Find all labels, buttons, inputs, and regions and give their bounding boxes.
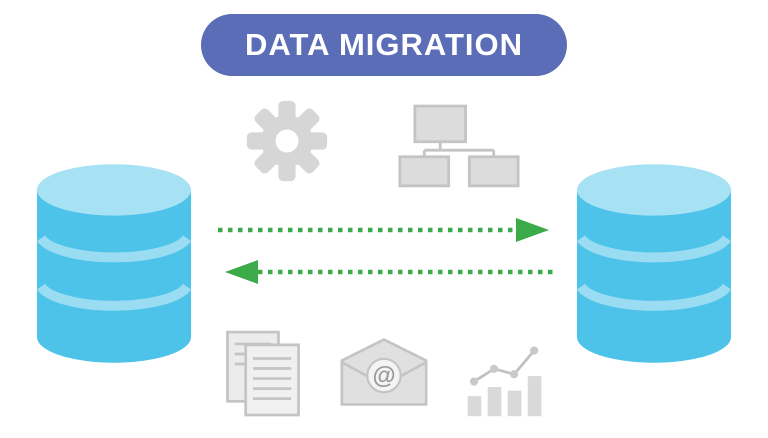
gear-icon-svg [246, 100, 328, 182]
arrow-left-svg [225, 260, 556, 284]
database-icon [36, 164, 192, 363]
bar-chart-icon-svg [467, 346, 542, 417]
gear-icon [244, 98, 330, 189]
flowchart-icon-svg [398, 104, 520, 188]
arrow-left-icon [222, 257, 556, 292]
database-icon [576, 164, 732, 363]
left-database-icon [35, 162, 193, 370]
right-database-icon [575, 162, 733, 370]
arrow-right-icon [218, 215, 552, 250]
at-symbol: @ [372, 363, 395, 389]
flowchart-icon [398, 103, 520, 193]
title-badge: DATA MIGRATION [200, 14, 568, 76]
email-envelope-icon: @ [340, 336, 428, 413]
email-envelope-svg: @ [340, 338, 428, 406]
documents-icon [222, 330, 304, 423]
documents-icon-svg [226, 330, 300, 417]
bar-chart-icon [464, 336, 546, 423]
arrow-right-svg [218, 218, 549, 242]
page-title: DATA MIGRATION [244, 27, 524, 62]
